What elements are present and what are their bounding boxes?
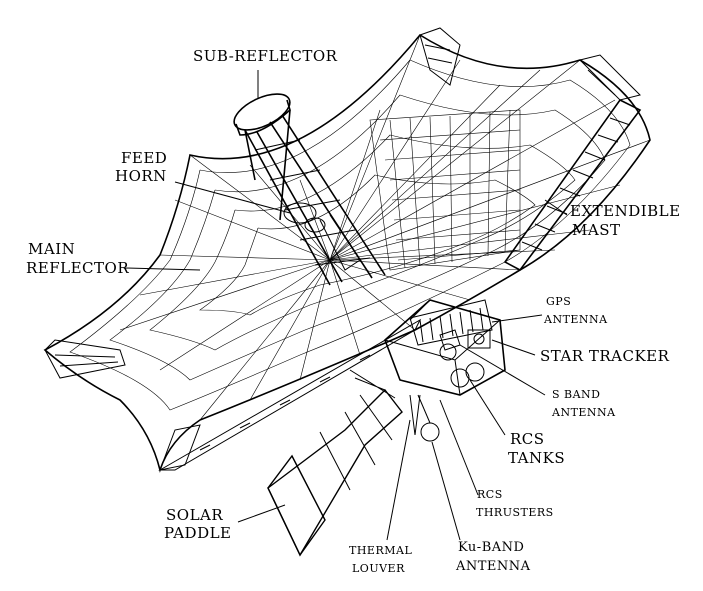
leader-extendible-mast	[544, 199, 568, 216]
label-rcs-tanks-2: TANKS	[508, 449, 566, 467]
label-mast: MAST	[572, 221, 621, 239]
leader-solar-paddle	[237, 504, 286, 523]
leader-feed-horn	[174, 181, 291, 214]
label-paddle: PADDLE	[164, 524, 232, 542]
main-reflector-rim	[43, 33, 651, 473]
label-star-tracker: STAR TRACKER	[540, 347, 670, 365]
label-rcs-thrusters-1: RCS	[477, 488, 503, 501]
label-rcs-tanks-1: RCS	[510, 430, 545, 448]
leader-s-band	[459, 344, 546, 396]
leader-rcs-thrusters	[439, 399, 479, 496]
label-horn: HORN	[115, 167, 167, 185]
label-louver: LOUVER	[352, 562, 405, 575]
label-sub-reflector: SUB-REFLECTOR	[193, 47, 338, 65]
star-tracker-box	[467, 329, 491, 349]
rcs-tank-1	[450, 368, 470, 388]
label-s-band-antenna: ANTENNA	[552, 406, 616, 419]
ku-band-dish	[420, 422, 440, 442]
label-ku-band: Ku-BAND	[458, 540, 525, 555]
label-main: MAIN	[28, 240, 76, 258]
label-gps: GPS	[546, 295, 572, 308]
leader-thermal-louver	[386, 419, 411, 541]
gps-antenna-panel	[409, 299, 493, 346]
sub-reflector-dish	[233, 93, 291, 131]
label-s-band: S BAND	[552, 388, 601, 401]
rcs-tank-2	[465, 362, 485, 382]
feed-horn-drawing	[283, 202, 317, 224]
label-rcs-thrusters-2: THRUSTERS	[476, 506, 554, 519]
label-ku-band-antenna: ANTENNA	[456, 559, 531, 574]
rcs-tank-3	[439, 343, 457, 361]
thermal-louver-drawing	[409, 394, 421, 436]
label-solar: SOLAR	[166, 506, 224, 524]
label-extendible: EXTENDIBLE	[570, 202, 681, 220]
leader-gps-antenna	[491, 314, 543, 323]
leader-rcs-tanks	[469, 379, 506, 436]
leader-ku-band	[431, 441, 461, 541]
label-feed: FEED	[121, 149, 168, 167]
leader-main-reflector	[124, 267, 201, 271]
label-reflector: REFLECTOR	[26, 259, 130, 277]
leader-star-tracker	[491, 339, 536, 356]
label-gps-antenna: ANTENNA	[544, 313, 608, 326]
label-thermal: THERMAL	[349, 544, 413, 557]
